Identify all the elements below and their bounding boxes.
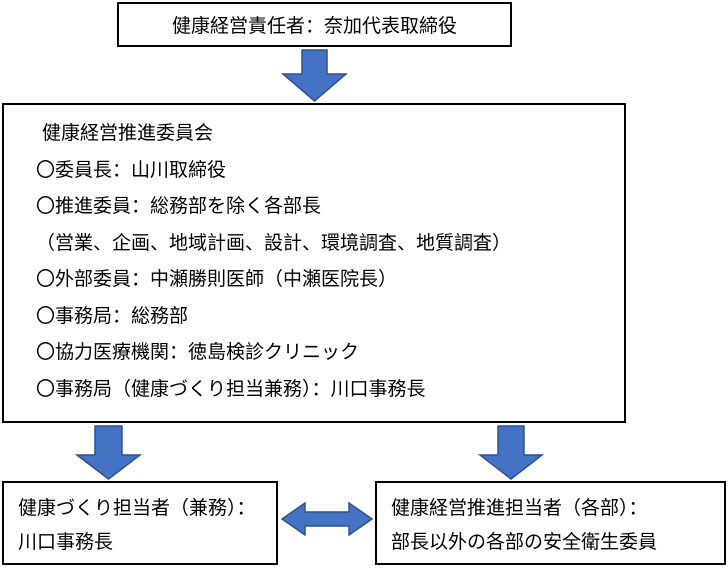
committee-item-external: 〇外部委員：中瀬勝則医師（中瀬医院長） <box>36 268 398 290</box>
department-promoter-title: 健康経営推進担当者（各部）： <box>391 497 648 519</box>
committee-item-departments: （営業、企画、地域計画、設計、環境調査、地質調査） <box>36 231 512 254</box>
department-promoter-box: 健康経営推進担当者（各部）： 部長以外の各部の安全衛生委員 <box>375 481 726 565</box>
committee-item-chair: 〇委員長：山川取締役 <box>36 158 227 181</box>
committee-item-medical: 〇協力医療機関：徳島検診クリニック <box>36 341 360 363</box>
down-arrow-right <box>477 425 545 480</box>
committee-title: 健康経営推進委員会 <box>42 122 214 144</box>
department-promoter-desc: 部長以外の各部の安全衛生委員 <box>391 531 658 553</box>
committee-box: 健康経営推進委員会 〇委員長：山川取締役 〇推進委員：総務部を除く各部長 （営業… <box>2 103 626 423</box>
health-promotion-officer-name: 川口事務長 <box>18 531 114 553</box>
health-management-officer-box: 健康経営責任者：奈加代表取締役 <box>117 2 512 47</box>
double-arrow <box>280 501 374 537</box>
down-arrow-left <box>74 425 143 480</box>
health-promotion-officer-title: 健康づくり担当者（兼務）： <box>18 497 256 519</box>
health-promotion-officer-box: 健康づくり担当者（兼務）： 川口事務長 <box>2 481 278 565</box>
committee-item-secretariat-health: 〇事務局（健康づくり担当兼務）：川口事務長 <box>36 377 426 400</box>
health-management-officer-text: 健康経営責任者：奈加代表取締役 <box>171 15 457 37</box>
committee-item-secretariat: 〇事務局：総務部 <box>36 304 189 327</box>
committee-item-members: 〇推進委員：総務部を除く各部長 <box>36 195 322 217</box>
down-arrow-top <box>280 49 349 102</box>
